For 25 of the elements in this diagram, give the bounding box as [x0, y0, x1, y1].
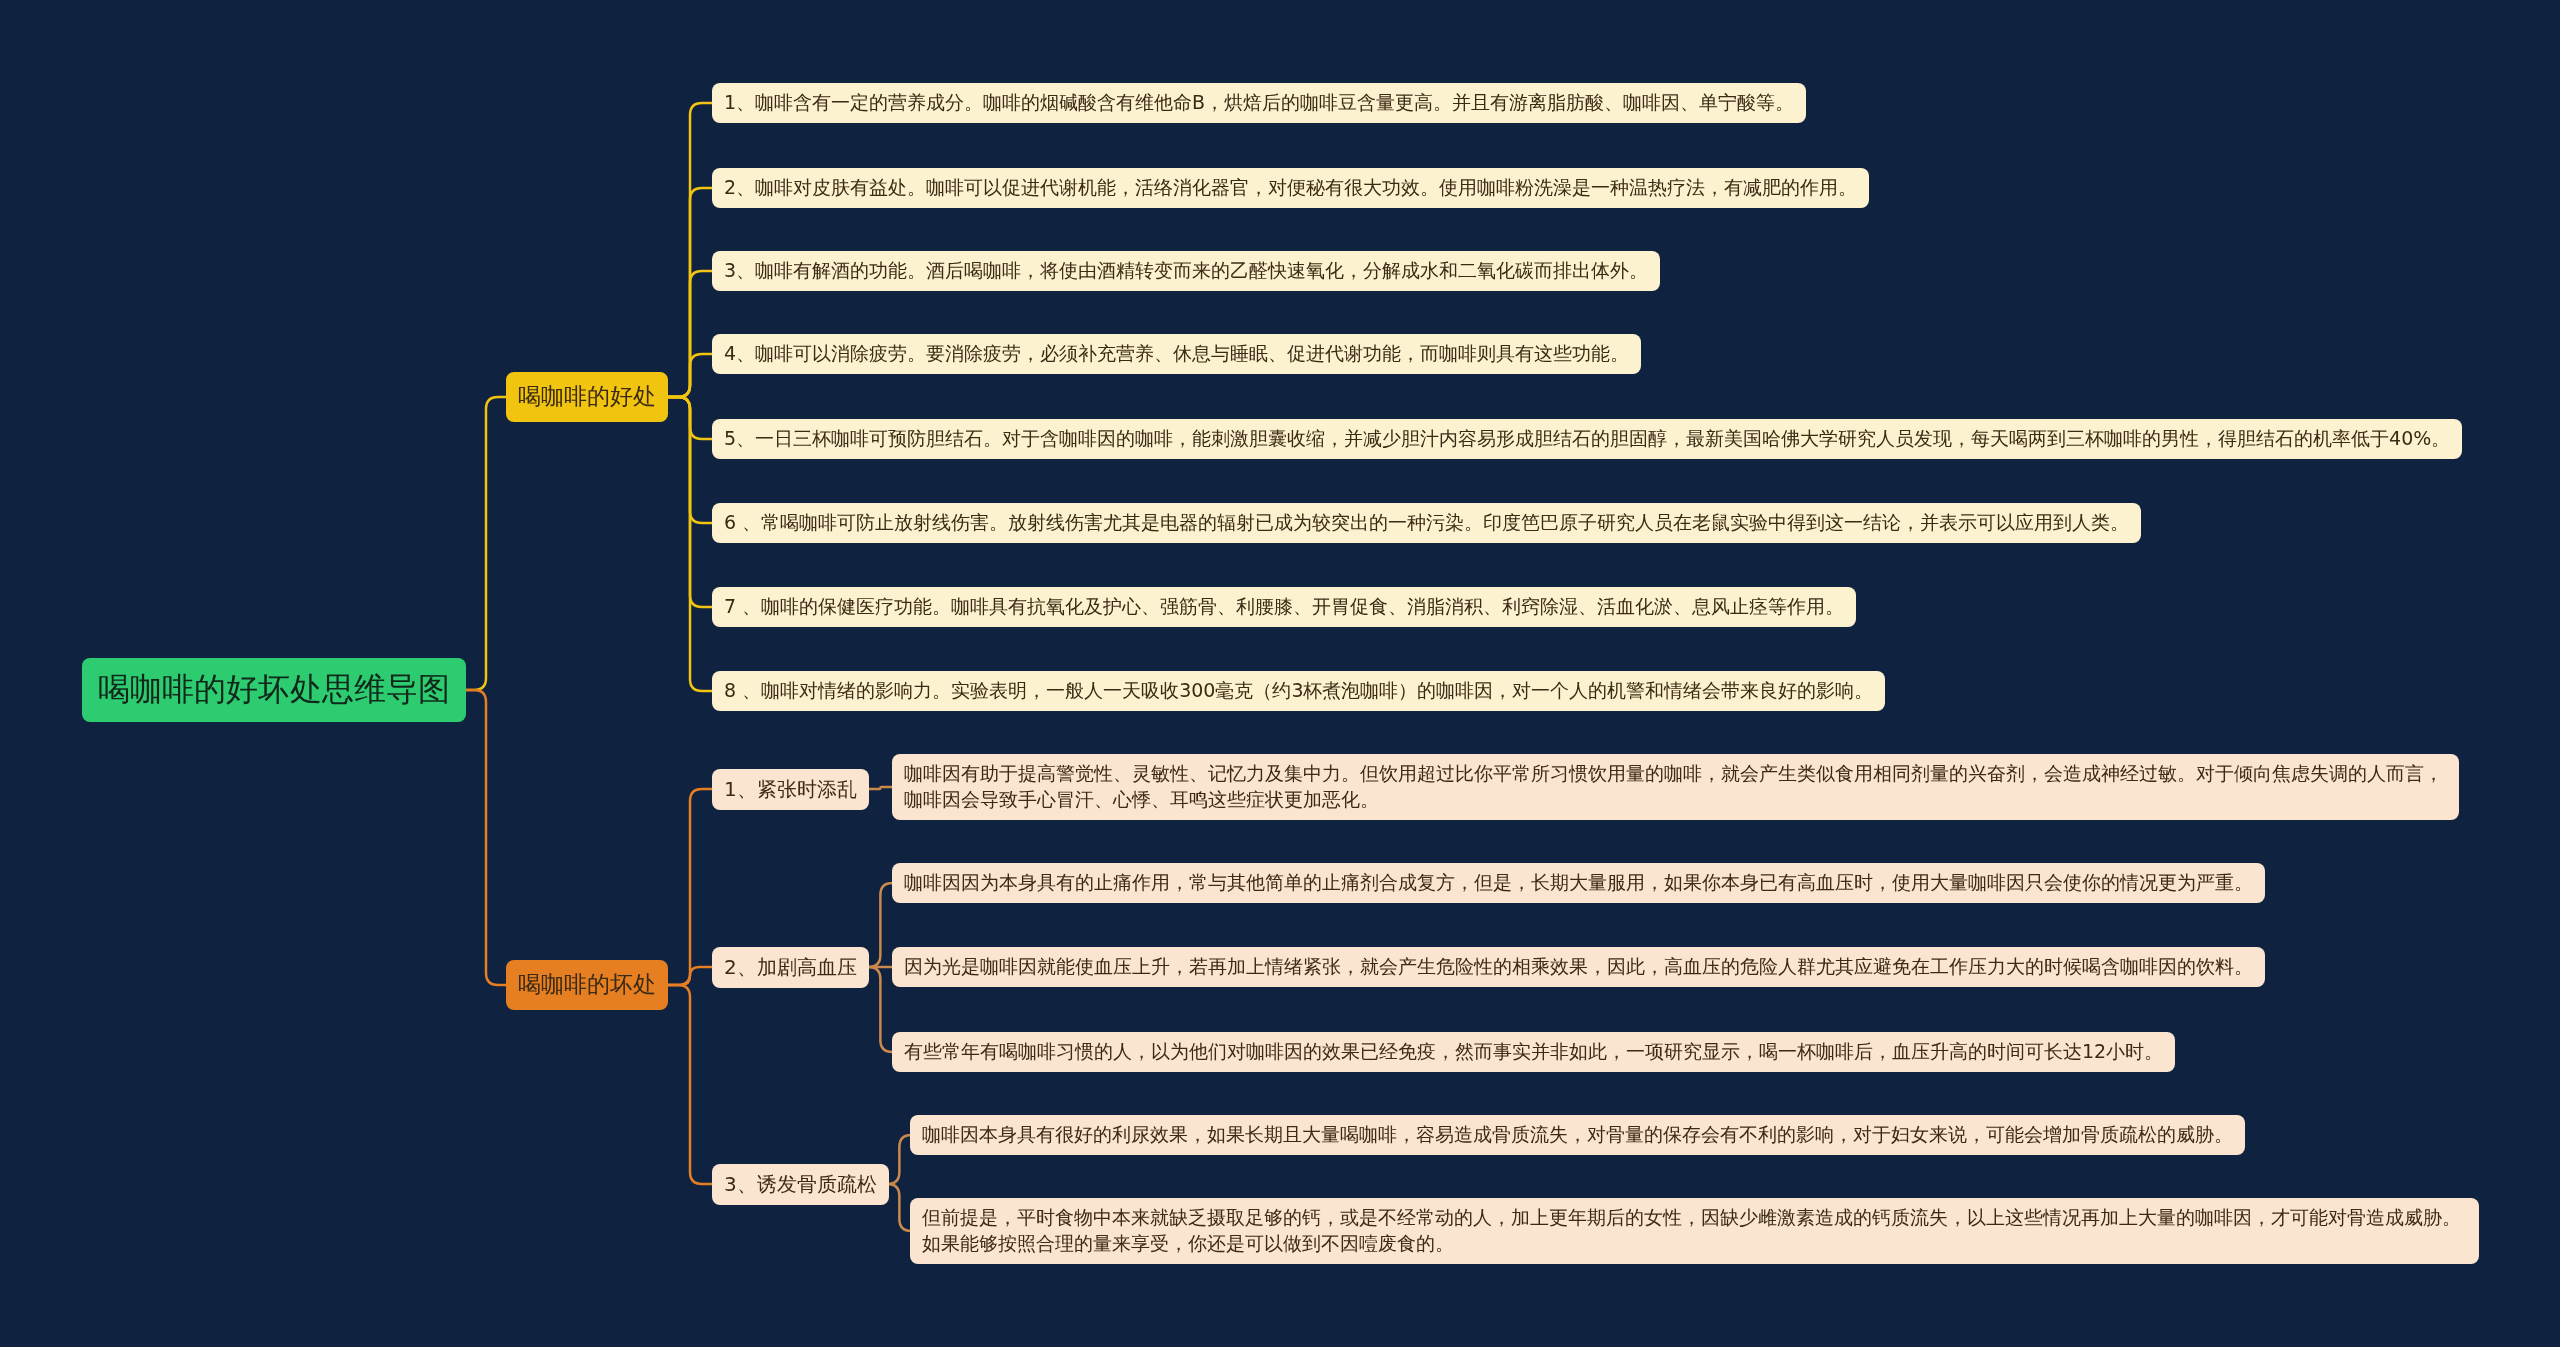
- connector-line: [867, 965, 894, 1054]
- note-card: 3、咖啡有解酒的功能。酒后喝咖啡，将使由酒精转变而来的乙醛快速氧化，分解成水和二氧化碳而排出体外。: [712, 251, 1661, 291]
- connector-line: [868, 785, 892, 791]
- note-card: 因为光是咖啡因就能使血压上升，若再加上情绪紧张，就会产生危险性的相乘效果，因此，高血压的危险人群尤其应避免在工作压力大的时候喝含咖啡因的饮料。: [892, 947, 2265, 987]
- connector-line: [668, 983, 712, 1186]
- branch-topic: 喝咖啡的好处: [506, 372, 668, 422]
- subtopic-box: 2、加剧高血压: [712, 946, 869, 988]
- branch-topic: 喝咖啡的坏处: [506, 960, 668, 1010]
- note-card: 7 、咖啡的保健医疗功能。咖啡具有抗氧化及护心、强筋骨、利腰膝、开胃促食、消脂消积、利窍除湿、活血化淤、息风止痉等作用。: [712, 587, 1857, 627]
- note-card: 1、咖啡含有一定的营养成分。咖啡的烟碱酸含有维他命B，烘焙后的咖啡豆含量更高。并且有游离脂肪酸、咖啡因、单宁酸等。: [712, 83, 1807, 123]
- note-card: 5、一日三杯咖啡可预防胆结石。对于含咖啡因的咖啡，能刺激胆囊收缩，并减少胆汁内容易形成胆结石的胆固醇，最新美国哈佛大学研究人员发现，每天喝两到三杯咖啡的男性，得胆结石的机率低于40%。: [712, 419, 2463, 459]
- note-card: 咖啡因有助于提高警觉性、灵敏性、记忆力及集中力。但饮用超过比你平常所习惯饮用量的咖啡，就会产生类似食用相同剂量的兴奋剂，会造成神经过敏。对于倾向焦虑失调的人而言，咖啡因会导致手心冒汗、心悸、耳鸣这些症状更加恶化。: [892, 754, 2459, 820]
- central-topic: 喝咖啡的好坏处思维导图: [82, 658, 466, 722]
- note-card: 2、咖啡对皮肤有益处。咖啡可以促进代谢机能，活络消化器官，对便秘有很大功效。使用咖啡粉洗澡是一种温热疗法，有减肥的作用。: [712, 168, 1870, 208]
- note-card: 6 、常喝咖啡可防止放射线伤害。放射线伤害尤其是电器的辐射已成为较突出的一种污染。印度笆巴原子研究人员在老鼠实验中得到这一结论，并表示可以应用到人类。: [712, 503, 2142, 543]
- connector-line: [466, 688, 506, 987]
- note-card: 8 、咖啡对情绪的影响力。实验表明，一般人一天吸收300毫克（约3杯煮泡咖啡）的咖啡因，对一个人的机警和情绪会带来良好的影响。: [712, 671, 1886, 711]
- subtopic-box: 1、紧张时添乱: [712, 768, 869, 810]
- note-card: 咖啡因因为本身具有的止痛作用，常与其他简单的止痛剂合成复方，但是，长期大量服用，如果你本身已有高血压时，使用大量咖啡因只会使你的情况更为严重。: [892, 863, 2265, 903]
- connector-line: [668, 395, 712, 693]
- note-card: 但前提是，平时食物中本来就缺乏摄取足够的钙，或是不经常动的人，加上更年期后的女性，因缺少雌激素造成的钙质流失，以上这些情况再加上大量的咖啡因，才可能对骨造成威胁。如果能够按照合理的量来享受，你还是可以做到不因噎废食的。: [910, 1198, 2479, 1264]
- note-card: 4、咖啡可以消除疲劳。要消除疲劳，必须补充营养、休息与睡眠、促进代谢功能，而咖啡则具有这些功能。: [712, 334, 1642, 374]
- note-card: 有些常年有喝咖啡习惯的人，以为他们对咖啡因的效果已经免疫，然而事实并非如此，一项研究显示，喝一杯咖啡后，血压升高的时间可长达12小时。: [892, 1032, 2176, 1072]
- note-card: 咖啡因本身具有很好的利尿效果，如果长期且大量喝咖啡，容易造成骨质流失，对骨量的保存会有不利的影响，对于妇女来说，可能会增加骨质疏松的威胁。: [910, 1115, 2245, 1155]
- subtopic-box: 3、诱发骨质疏松: [712, 1163, 889, 1205]
